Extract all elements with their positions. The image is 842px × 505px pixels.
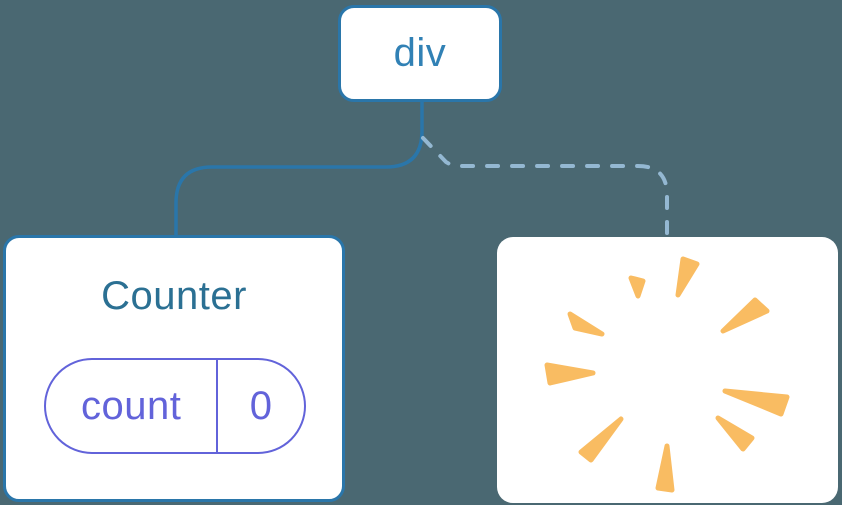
poof-burst-icon [544, 256, 790, 493]
poof-ray [567, 311, 605, 337]
poof-ray [655, 443, 675, 493]
poof-ray [578, 416, 624, 463]
state-value: 0 [249, 383, 273, 428]
tree-node-div: div [338, 5, 502, 102]
poof-ray [675, 256, 700, 298]
poof-ray [544, 362, 596, 386]
poof-ray [715, 415, 755, 452]
counter-title: Counter [101, 274, 247, 318]
connector-div-to-poof [421, 136, 669, 240]
tree-node-removed [497, 237, 838, 503]
connector-div-to-counter [174, 99, 424, 238]
poof-ray [720, 297, 770, 334]
state-key: count [46, 360, 219, 452]
div-node-label: div [393, 31, 447, 75]
poof-ray [628, 275, 646, 299]
poof-ray [722, 388, 790, 417]
tree-node-counter: Counter count 0 [3, 235, 345, 502]
state-pill: count 0 [44, 358, 306, 454]
